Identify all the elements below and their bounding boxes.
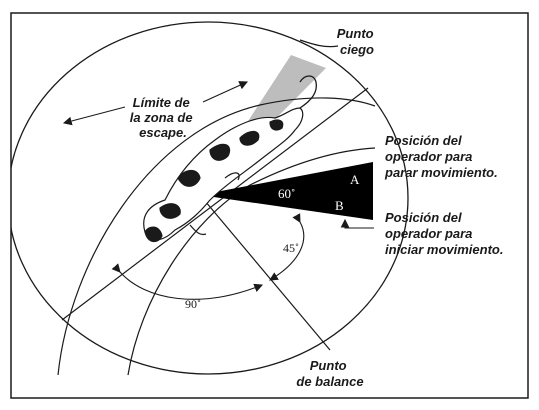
blind-spot-label: Punto ciego — [337, 26, 377, 57]
stop-position-label: Posición del operador para parar movimie… — [384, 133, 498, 180]
flight-zone-limit-label: Límite de la zona de escape. — [130, 95, 196, 140]
angle-90-label: 90˚ — [185, 297, 201, 311]
flight-zone-arrow-right — [202, 81, 249, 103]
flight-zone-arrow-left — [62, 106, 126, 126]
operator-wedge — [200, 162, 373, 220]
point-a-label: A — [350, 172, 360, 187]
angle-90-arc — [111, 263, 264, 300]
flight-zone-circle — [11, 21, 409, 375]
blind-spot-bracket — [299, 39, 339, 48]
balance-point-line — [199, 194, 331, 351]
start-position-pointer — [340, 218, 374, 229]
angle-45-arc — [269, 213, 305, 281]
diagram-frame — [10, 12, 529, 399]
balance-point-label: Punto de balance — [296, 358, 363, 389]
point-b-label: B — [335, 198, 344, 213]
angle-60-label: 60˚ — [278, 186, 295, 201]
angle-45-label: 45˚ — [283, 241, 299, 255]
start-position-label: Posición del operador para iniciar movim… — [385, 210, 503, 257]
cow-illustration — [143, 75, 318, 243]
inner-arc-upper — [57, 97, 376, 376]
